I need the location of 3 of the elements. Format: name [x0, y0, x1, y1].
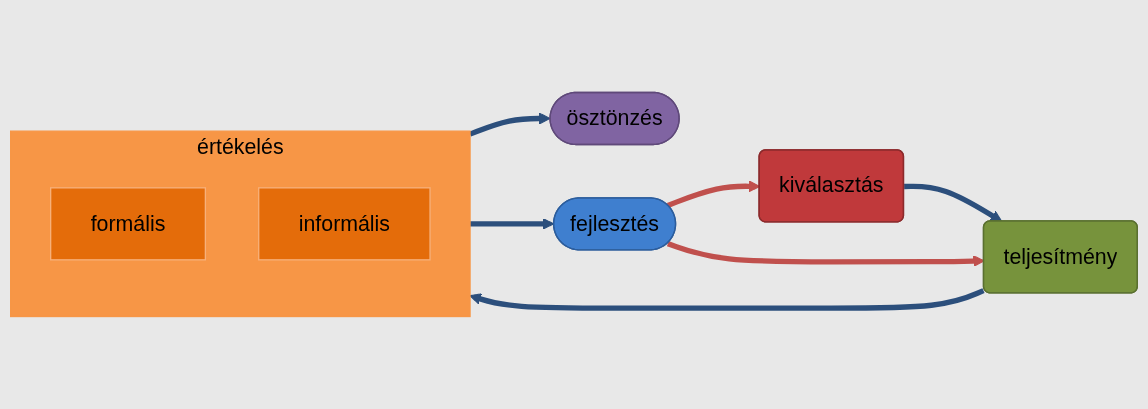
node-box: formális — [50, 187, 207, 261]
arrow — [469, 112, 551, 137]
node-box: informális — [258, 187, 431, 261]
